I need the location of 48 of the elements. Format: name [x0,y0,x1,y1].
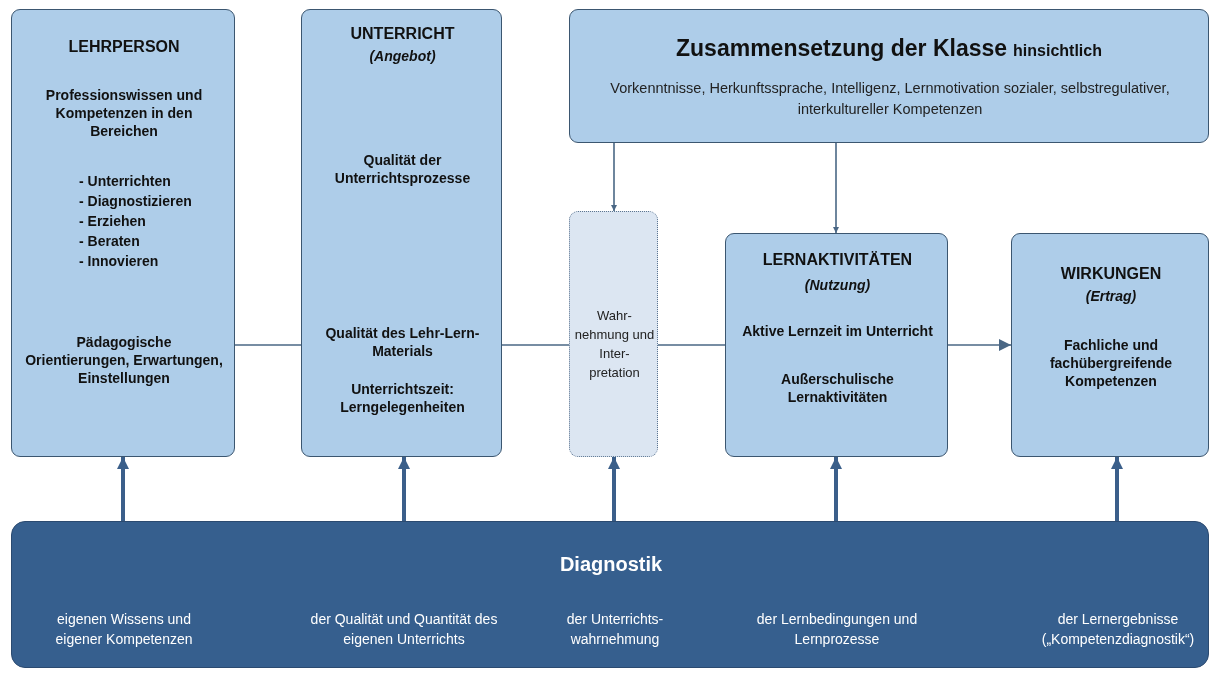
body-text: Pädagogische Orientierungen, Erwartungen, Einstellungen [24,333,224,387]
description-text: eigenen Wissens und eigener Kompetenzen [54,610,194,649]
list-item: - Innovieren [79,252,160,270]
arrow [830,457,842,521]
teacher-box [11,9,235,457]
subheading: (Ertrag) [1084,287,1138,305]
class-composition-box [569,9,1209,143]
arrow [608,457,620,521]
learning-activities-box [725,233,948,457]
subheading: (Nutzung) [803,276,872,294]
body-text: Fachliche und fachübergreifende Kompetenzen [1048,336,1174,390]
body-text: Aktive Lernzeit im Unterricht [741,322,934,340]
box-heading: Zusammensetzung der Klasse [676,34,1008,62]
diagnostics-band [11,521,1209,668]
teaching-box [301,9,502,457]
heading-suffix: hinsichtlich [1013,41,1102,61]
body-text: Qualität des Lehr-Lern-Materials [324,324,481,360]
box-heading: LEHRPERSON [67,37,181,57]
effects-box [1011,233,1209,457]
subheading: (Angebot) [368,47,437,65]
arrow [833,142,839,234]
body-text: Außerschulische Lernaktivitäten [780,370,895,406]
band-heading: Diagnostik [558,552,664,576]
description-text: der Qualität und Quantität des eigenen Unterrichts [309,610,499,649]
body-text: Professionswissen und Kompetenzen in den Bereichen [44,86,204,140]
connector-line [657,344,726,346]
description-text: der Lernbedingungen und Lernprozesse [755,610,919,649]
connector-line [234,344,302,346]
box-heading: LERNAKTIVITÄTEN [761,250,914,270]
list-item: - Unterrichten [79,172,172,190]
description-text: der Lernergebnisse („Kompetenzdiagnostik“) [1040,610,1196,649]
list-item: - Diagnostizieren [79,192,193,210]
arrow [1111,457,1123,521]
box-heading: WIRKUNGEN [1059,264,1163,284]
arrow [947,339,1012,351]
body-text: Wahr- nehmung und Inter- pretation [574,307,655,382]
perception-box [569,211,658,457]
description-text: Vorkenntnisse, Herkunftssprache, Intelligenz, Lernmotivation sozialer, selbstregulativer, interkultureller Kompetenzen [609,79,1171,119]
description-text: der Unterrichts- wahrnehmung [565,610,665,649]
arrow [398,457,410,521]
body-text: Qualität der Unterrichtsprozesse [333,151,472,187]
list-item: - Erziehen [79,212,147,230]
box-heading: UNTERRICHT [349,24,456,44]
connector-line [501,344,570,346]
arrow [611,142,617,212]
list-item: - Beraten [79,232,141,250]
arrow [117,457,129,521]
body-text: Unterrichtszeit: Lerngelegenheiten [339,380,466,416]
